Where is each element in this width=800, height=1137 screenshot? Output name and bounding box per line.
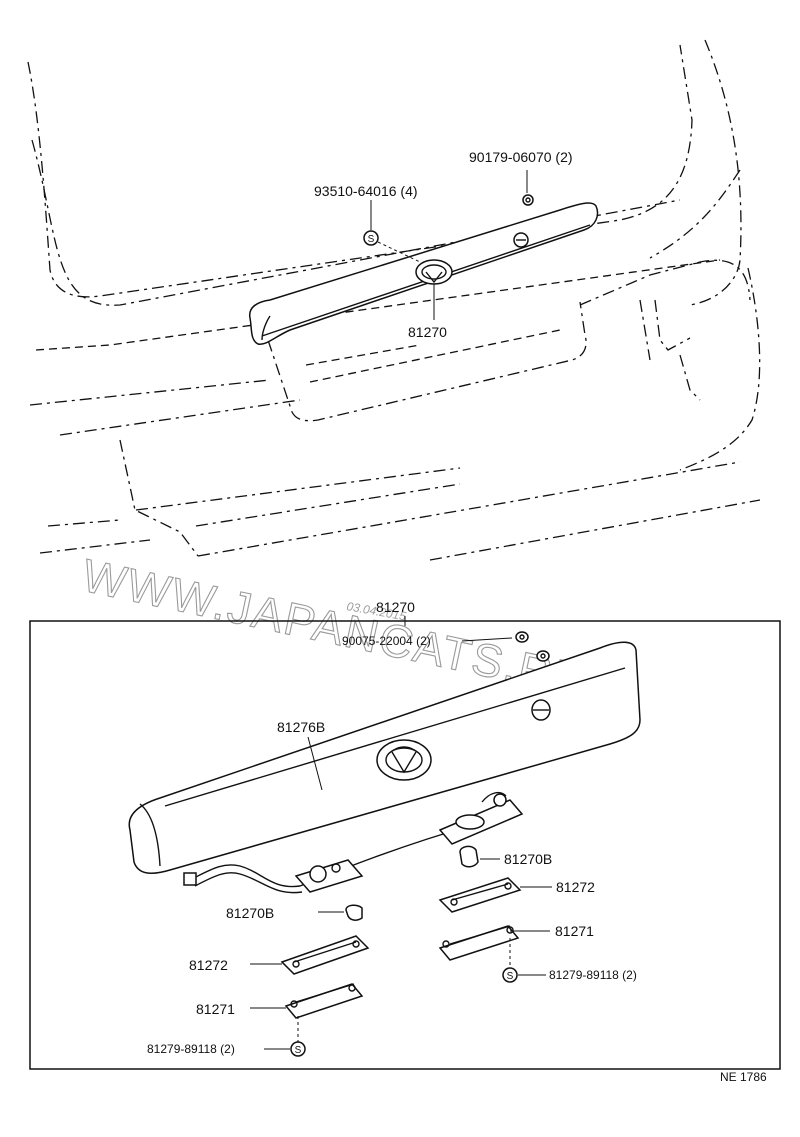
label-lens-right: 81272 [556,879,595,895]
lamp-opening-icon [531,699,551,721]
label-cover-right: 81271 [555,923,594,939]
cover-right [438,925,520,961]
lens-left [280,935,370,975]
bulb-left-icon [345,904,363,921]
emblem-icon [376,739,432,781]
label-screw-left: 81279-89118 (2) [147,1042,235,1056]
label-nut-upper: 90179-06070 (2) [469,149,573,165]
label-screw-right: 81279-89118 (2) [549,968,637,982]
screw-left-symbol: S [295,1045,302,1056]
svg-text:S: S [368,234,375,245]
label-lens-left: 81272 [189,957,228,973]
label-cover-left: 81271 [196,1001,235,1017]
label-bulb-left: 81270B [226,905,274,921]
figure-code: NE 1786 [720,1070,767,1084]
lens-right [438,877,522,913]
screw-left-icon: S [290,1041,306,1057]
label-screw-upper: 93510-64016 (4) [314,183,418,199]
nut-icon [515,631,550,662]
bulb-right-icon [459,845,479,868]
cover-left [284,983,364,1019]
vehicle-rear-outline [27,39,761,561]
label-garnish-body: 81276B [277,719,325,735]
label-garnish-assy-top: 81270 [408,324,447,340]
label-bulb-right: 81270B [504,851,552,867]
screw-right-symbol: S [507,971,514,982]
nut-top-icon [522,194,534,206]
label-nut: 90075-22004 (2) [342,634,431,648]
emblem-top-icon [415,259,453,285]
lamp-housing-left [294,859,364,893]
label-assy-title: 81270 [376,599,415,615]
screw-right-icon: S [502,967,518,983]
screw-top-icon: S [363,230,379,246]
lamp-socket-top-icon [513,232,529,248]
lamp-housing-right [438,791,524,845]
